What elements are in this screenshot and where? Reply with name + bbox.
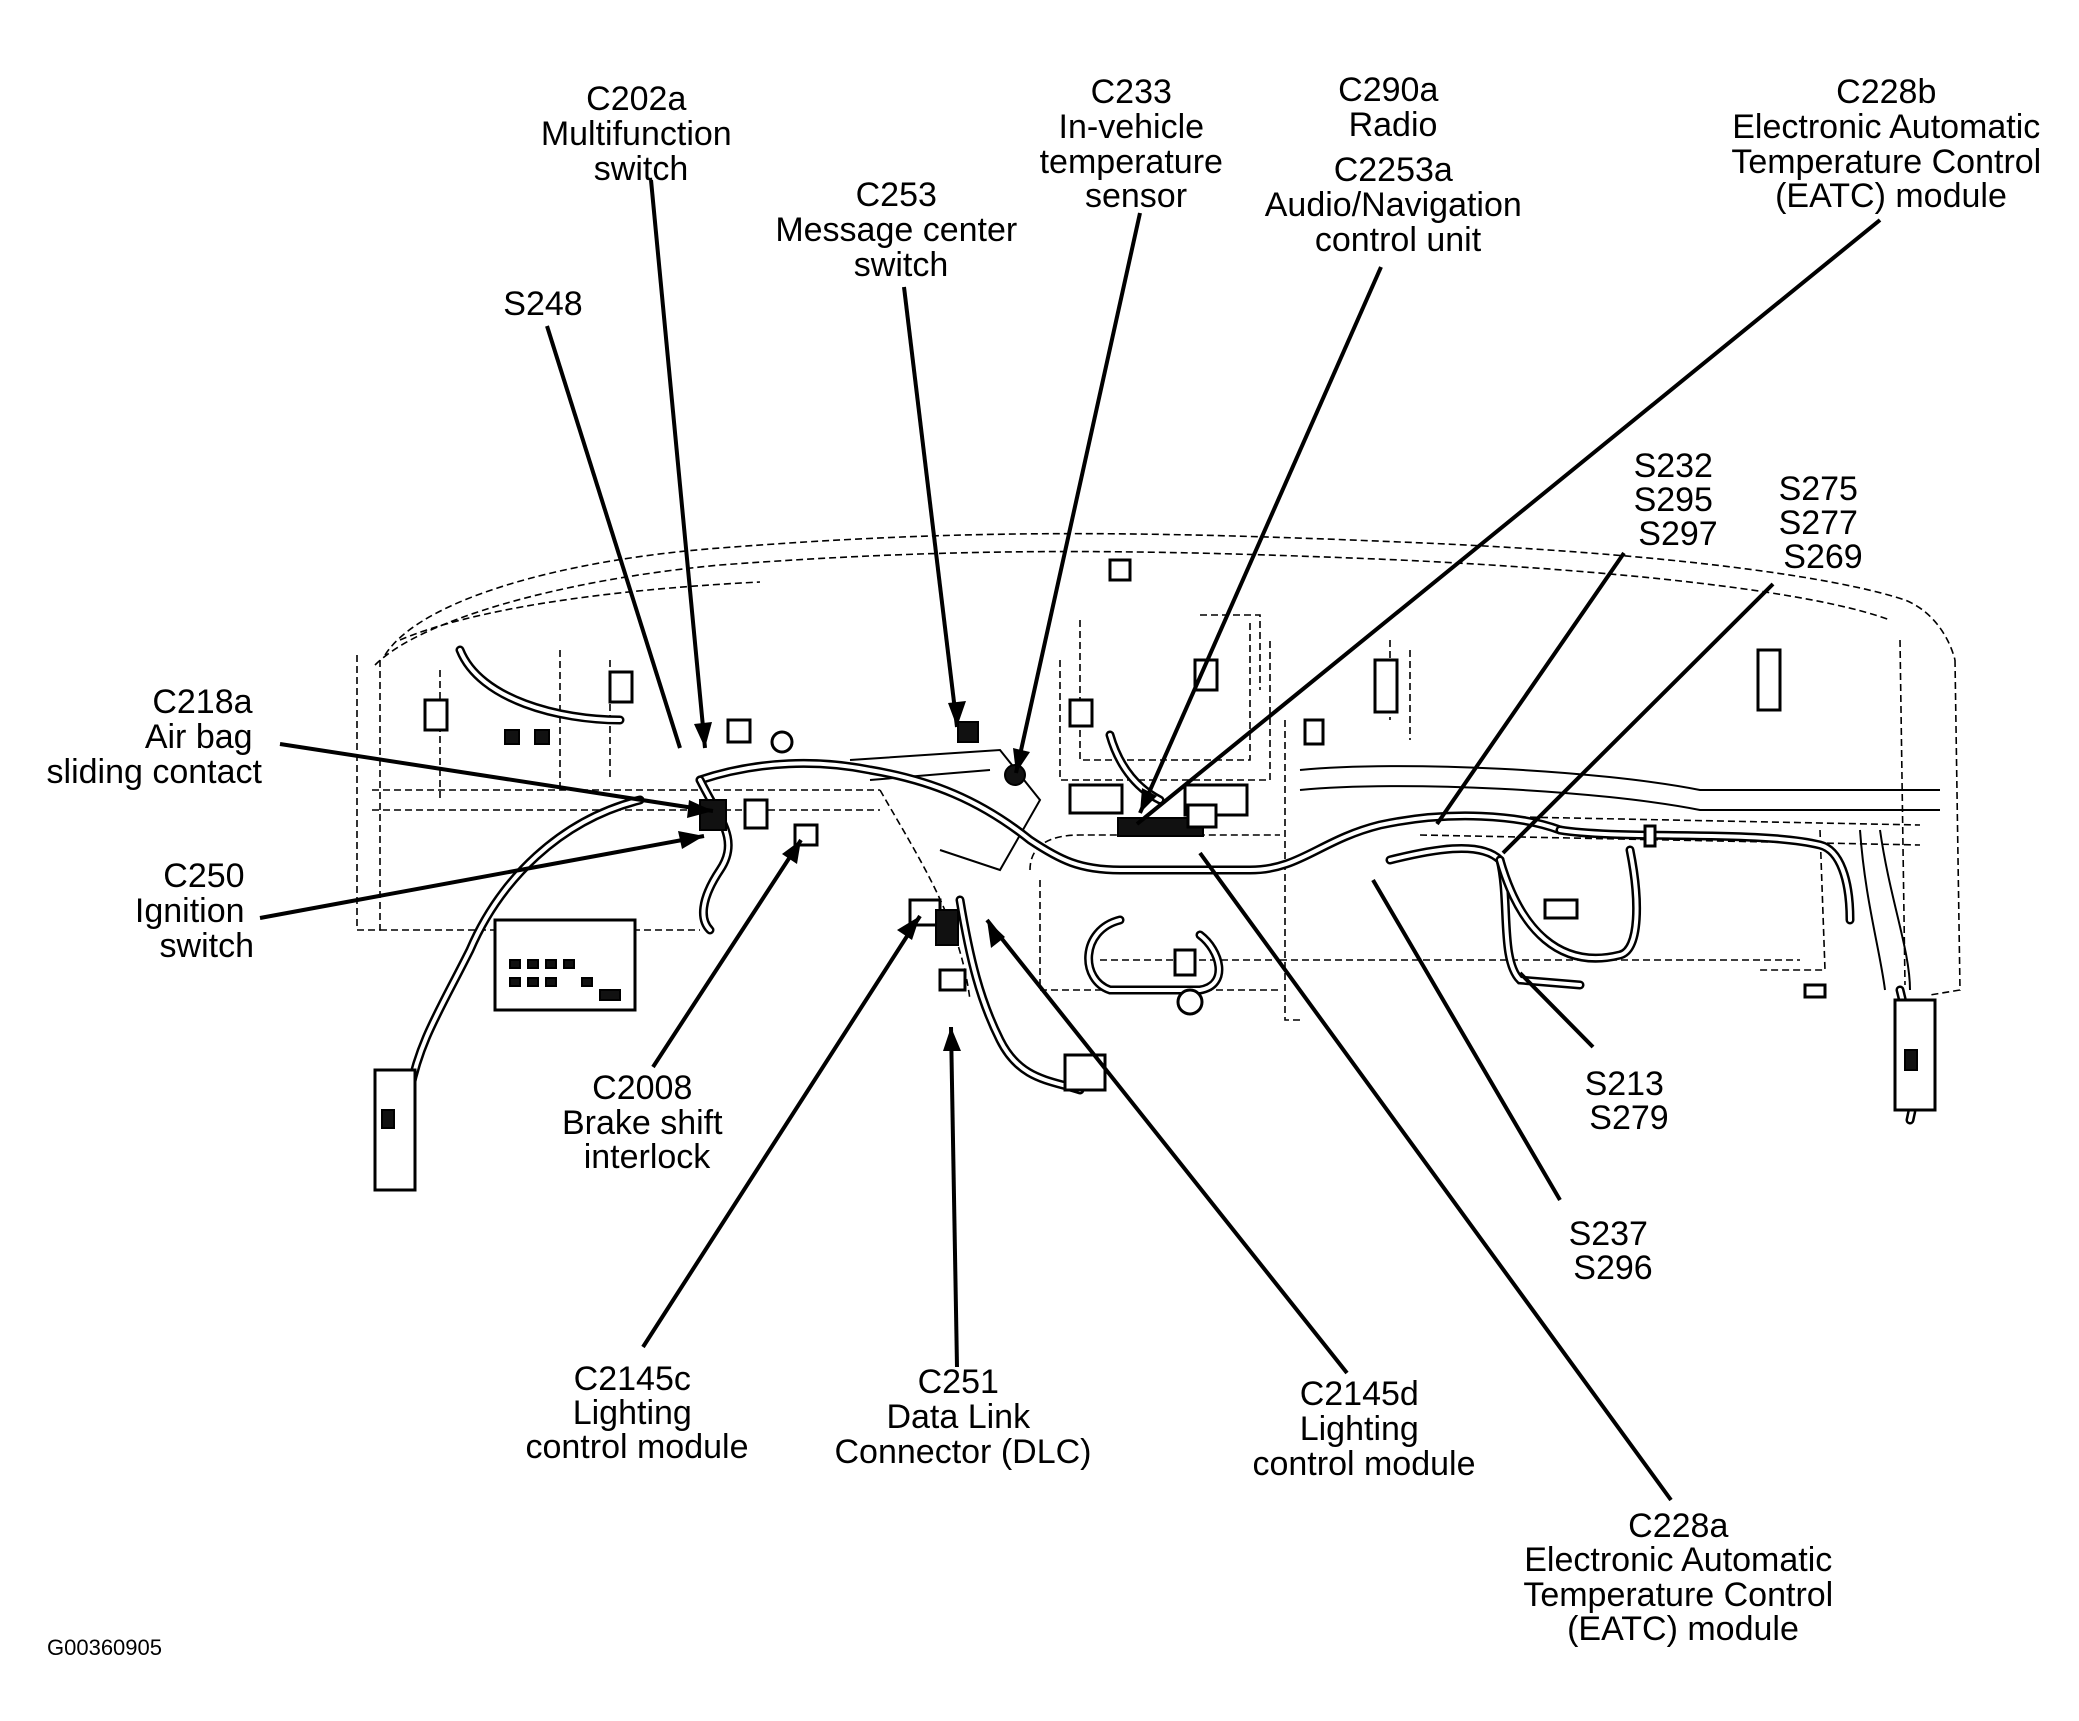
label-s237-group: S237 S296	[1569, 1215, 1658, 1287]
leader-c233	[1014, 212, 1142, 774]
label-s248: S248	[503, 285, 582, 323]
arrowhead	[943, 1027, 961, 1051]
arrowhead	[897, 916, 920, 940]
leader-c202a	[649, 179, 707, 749]
leader-s232	[1435, 551, 1626, 826]
leader-s248	[545, 325, 682, 749]
leader-s275	[1501, 582, 1775, 855]
arrowhead	[678, 831, 704, 849]
arrowhead	[687, 800, 713, 818]
label-s232-group: S232 S295 S297	[1634, 447, 1723, 553]
label-c251: C251 Data Link Connector (DLC)	[835, 1363, 1092, 1471]
label-s275-group: S275 S277 S269	[1779, 470, 1868, 576]
leader-c2145d	[985, 918, 1349, 1375]
label-c2145d: C2145d Lighting control module	[1252, 1375, 1475, 1483]
arrowhead	[987, 920, 1005, 948]
leader-c218a	[279, 742, 714, 813]
leader-lines	[259, 179, 1882, 1502]
leader-c2008	[651, 838, 803, 1069]
junction-box-fuses	[509, 959, 621, 1001]
label-c202a: C202a Multifunction switch	[541, 80, 741, 188]
wiring-harness	[405, 645, 1919, 1125]
leader-s213	[1518, 971, 1595, 1049]
arrowhead	[1013, 748, 1030, 773]
label-s213-group: S213 S279	[1585, 1065, 1674, 1137]
label-c2145c: C2145c Lighting control module	[525, 1360, 748, 1466]
leader-c250	[259, 834, 705, 920]
arrowhead	[948, 701, 966, 727]
leader-c253	[902, 286, 959, 728]
label-c233: C233 In-vehicle temperature sensor	[1040, 73, 1233, 215]
components	[373, 558, 1937, 1192]
arrowhead	[1140, 788, 1157, 813]
figure-id: G00360905	[47, 1635, 162, 1660]
label-c218a: C218a Air bag sliding contact	[47, 683, 263, 791]
leader-c228a	[1198, 851, 1673, 1502]
label-c253: C253 Message center switch	[775, 176, 1026, 284]
label-c2008: C2008 Brake shift interlock	[562, 1069, 732, 1176]
leader-s237	[1371, 878, 1562, 1202]
label-c228b: C228b Electronic Automatic Temperature C…	[1731, 73, 2050, 215]
leader-c2145c	[641, 914, 922, 1349]
leader-c251	[949, 1026, 959, 1368]
label-c2253a: C2253a Audio/Navigation control unit	[1265, 151, 1532, 259]
callout-labels: C202a Multifunction switch S248 C253 Mes…	[47, 71, 2050, 1660]
label-c290a: C290a Radio	[1338, 71, 1448, 144]
label-c228a: C228a Electronic Automatic Temperature C…	[1523, 1507, 1842, 1648]
arrowhead	[782, 840, 801, 864]
leader-c228b	[1135, 218, 1882, 826]
leader-c2253a	[1138, 266, 1383, 814]
arrowhead	[694, 722, 712, 748]
label-c250: C250 Ignition switch	[135, 857, 254, 965]
